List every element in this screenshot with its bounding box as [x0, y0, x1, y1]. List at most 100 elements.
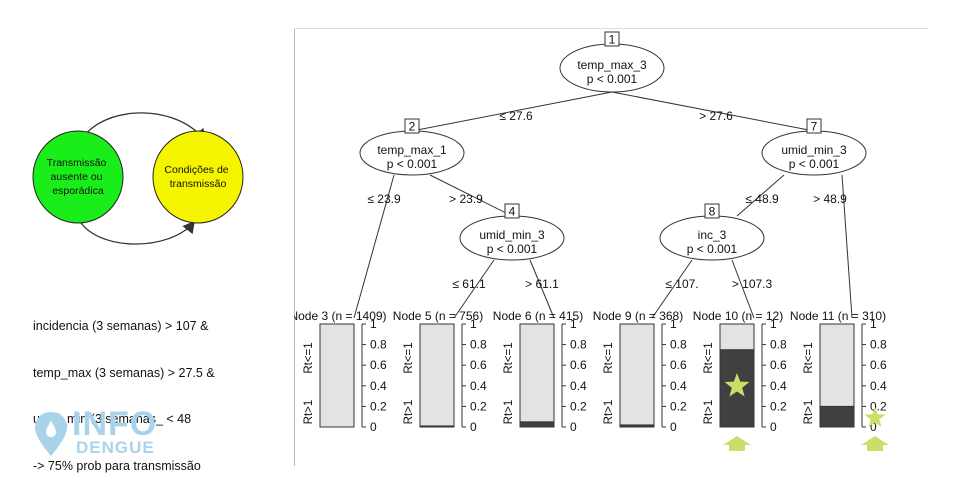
- leaf-class-bottom: Rt>1: [303, 400, 315, 425]
- leaf-tick-label: 0.8: [770, 338, 787, 352]
- leaf-class-top: Rt<=1: [503, 342, 515, 373]
- split-label: > 48.9: [813, 192, 847, 206]
- leaf-bar-rt-gt-1: [619, 424, 655, 428]
- tree-edge: [453, 259, 495, 319]
- split-label: > 61.1: [525, 277, 559, 291]
- tree-edge: [429, 174, 513, 217]
- leaf-title: Node 9 (n = 368): [593, 309, 683, 323]
- split-variable: umid_min_3: [479, 228, 545, 242]
- split-label: ≤ 107.: [665, 277, 698, 291]
- split-pvalue: p < 0.001: [687, 242, 738, 256]
- leaf-title: Node 6 (n = 415): [493, 309, 583, 323]
- leaf-tick-label: 1: [770, 317, 777, 331]
- node-id-box: [504, 203, 520, 219]
- state-diagram: Transmissão ausente ou esporádica Condiç…: [32, 112, 244, 245]
- node-id: 7: [811, 120, 818, 134]
- node-id: 2: [409, 120, 416, 134]
- decision-tree: ≤ 27.6> 27.6≤ 23.9> 23.9≤ 48.9> 48.9≤ 61…: [294, 28, 928, 466]
- logo-word-info: INFO: [72, 405, 158, 443]
- rule-note-line: temp_max (3 semanas) > 27.5 &: [33, 365, 215, 380]
- state-no-transmission: [32, 130, 124, 224]
- leaf-box: [619, 323, 655, 428]
- split-pvalue: p < 0.001: [789, 157, 840, 171]
- leaf-tick-label: 0.2: [470, 399, 487, 413]
- split-variable: umid_min_3: [781, 143, 847, 157]
- leaf-class-top: Rt<=1: [603, 342, 615, 373]
- leaf-tick-label: 0: [570, 420, 577, 434]
- leaf-class-top: Rt<=1: [303, 342, 315, 373]
- split-label: ≤ 61.1: [452, 277, 486, 291]
- leaf-bar-rt-gt-1: [519, 421, 555, 428]
- tree-edges: ≤ 27.6> 27.6≤ 23.9> 23.9≤ 48.9> 48.9≤ 61…: [353, 91, 853, 319]
- leaf-bar-rt-gt-1: [419, 425, 455, 428]
- leaf-tick-label: 0.4: [370, 379, 387, 393]
- split-variable: temp_max_1: [377, 143, 447, 157]
- split-label: > 27.6: [699, 109, 733, 123]
- node-id-box: [704, 203, 720, 219]
- split-variable: temp_max_3: [577, 58, 647, 72]
- leaf-tick-label: 0.4: [470, 379, 487, 393]
- leaf-tick-label: 0.2: [570, 399, 587, 413]
- tree-edge: [736, 174, 785, 217]
- state-transmission: [152, 130, 244, 224]
- leaf-box: [419, 323, 455, 428]
- leaf-tick-label: 0.6: [570, 358, 587, 372]
- split-label: ≤ 48.9: [745, 192, 779, 206]
- leaf-tick-label: 0.8: [670, 338, 687, 352]
- logo-word-dengue: DENGUE: [76, 438, 155, 457]
- node-id-box: [604, 31, 620, 47]
- rule-note-line: incidencia (3 semanas) > 107 &: [33, 319, 209, 333]
- tree-edge: [611, 91, 815, 132]
- leaf-tick-label: 0.4: [570, 379, 587, 393]
- tree-highlights: [723, 373, 889, 451]
- leaf-bar-rt-gt-1: [819, 405, 855, 428]
- tree-edge: [529, 259, 555, 319]
- split-label: > 107.3: [732, 277, 773, 291]
- node-id: 1: [609, 33, 616, 47]
- leaf-class-top: Rt<=1: [703, 342, 715, 373]
- leaf-title: Node 11 (n = 310): [790, 309, 886, 323]
- leaf-tick-label: 0.4: [770, 379, 787, 393]
- node-id-box: [404, 118, 420, 134]
- leaf-tick-label: 1: [570, 317, 577, 331]
- leaf-title: Node 5 (n = 756): [393, 309, 483, 323]
- rule-note: incidencia (3 semanas) > 107 & temp_max …: [33, 288, 215, 490]
- leaf-tick-label: 0.2: [770, 399, 787, 413]
- star-icon: [864, 407, 886, 427]
- leaf-class-bottom: Rt>1: [403, 400, 415, 425]
- leaf-tick-label: 1: [370, 317, 377, 331]
- tree-edge: [353, 174, 395, 319]
- location-pin-icon: [35, 412, 67, 456]
- leaf-class-bottom: Rt>1: [703, 400, 715, 425]
- tree-leaves: Node 3 (n = 1409)10.80.60.40.20Rt<=1Rt>1…: [294, 309, 887, 434]
- leaf-tick-label: 0.6: [470, 358, 487, 372]
- leaf-box: [319, 323, 355, 428]
- state-transmission-label: Condições de transmissão: [164, 164, 231, 190]
- leaf-tick-label: 0: [670, 420, 677, 434]
- leaf-tick-label: 0: [370, 420, 377, 434]
- split-label: ≤ 27.6: [499, 109, 533, 123]
- leaf-tick-label: 0.6: [670, 358, 687, 372]
- tree-edge: [731, 259, 755, 319]
- leaf-tick-label: 0.6: [770, 358, 787, 372]
- leaf-tick-label: 0: [770, 420, 777, 434]
- leaf-tick-label: 0.8: [570, 338, 587, 352]
- leaf-box: [519, 323, 555, 428]
- split-pvalue: p < 0.001: [387, 157, 438, 171]
- split-pvalue: p < 0.001: [587, 72, 638, 86]
- leaf-tick-label: 1: [870, 317, 877, 331]
- split-variable: inc_3: [698, 228, 727, 242]
- leaf-class-bottom: Rt>1: [503, 400, 515, 425]
- up-arrow-icon: [861, 436, 889, 451]
- leaf-tick-label: 0.6: [370, 358, 387, 372]
- star-icon: [724, 373, 750, 397]
- leaf-tick-label: 0.6: [870, 358, 887, 372]
- node-id-box: [806, 118, 822, 134]
- tree-edge: [841, 174, 853, 319]
- node-id: 8: [709, 205, 716, 219]
- up-arrow-icon: [723, 436, 751, 451]
- leaf-title: Node 10 (n = 12): [693, 309, 783, 323]
- leaf-tick-label: 1: [670, 317, 677, 331]
- leaf-tick-label: 0: [470, 420, 477, 434]
